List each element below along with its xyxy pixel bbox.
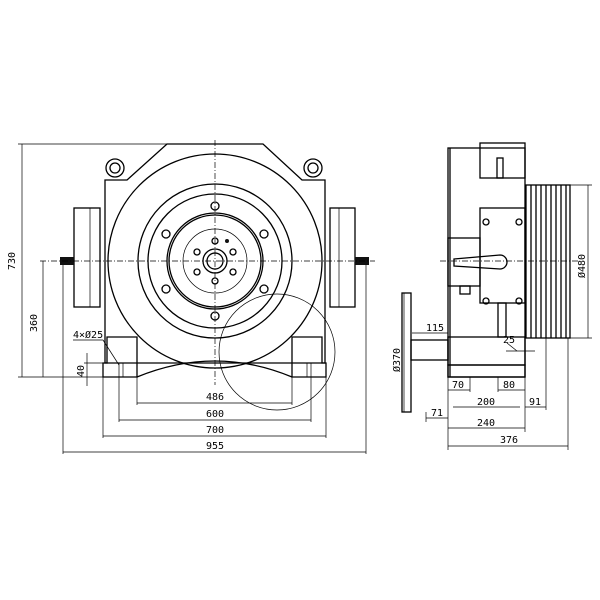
foot-left [102, 336, 138, 378]
lifting-eye-left [105, 158, 125, 178]
motor-housing [104, 143, 326, 364]
dim-40: 40 [76, 365, 87, 377]
brake-lever [453, 254, 508, 270]
brake-right [329, 207, 356, 308]
dim-80: 80 [503, 380, 515, 391]
detail-circle [218, 293, 336, 411]
front-dimensions: 730 360 40 4×Ø25 486 600 700 955 [7, 143, 367, 454]
handwheel [401, 292, 412, 413]
brake-left [73, 207, 101, 308]
dim-955: 955 [206, 441, 224, 452]
dim-115: 115 [426, 323, 444, 334]
foot-right [291, 336, 327, 378]
side-dimensions: Ø480 Ø370 115 25 70 80 200 91 71 240 376 [391, 184, 592, 450]
dim-370: Ø370 [391, 348, 403, 372]
dim-25: 25 [503, 335, 515, 346]
dim-70: 70 [452, 380, 464, 391]
dim-200: 200 [477, 397, 495, 408]
dim-91: 91 [529, 397, 541, 408]
sheave-grooves [525, 184, 571, 339]
dim-71: 71 [431, 408, 443, 419]
dim-480: Ø480 [576, 254, 588, 278]
handwheel-shaft [410, 339, 449, 361]
dim-holes: 4×Ø25 [73, 329, 103, 341]
dim-486: 486 [206, 392, 224, 403]
dim-376: 376 [500, 435, 518, 446]
front-view [40, 140, 375, 411]
dim-700: 700 [206, 425, 224, 436]
dim-240: 240 [477, 418, 495, 429]
dim-360: 360 [29, 314, 40, 332]
dim-600: 600 [206, 409, 224, 420]
side-view [401, 142, 580, 413]
dim-730: 730 [7, 252, 18, 270]
lifting-eye-right [303, 158, 323, 178]
